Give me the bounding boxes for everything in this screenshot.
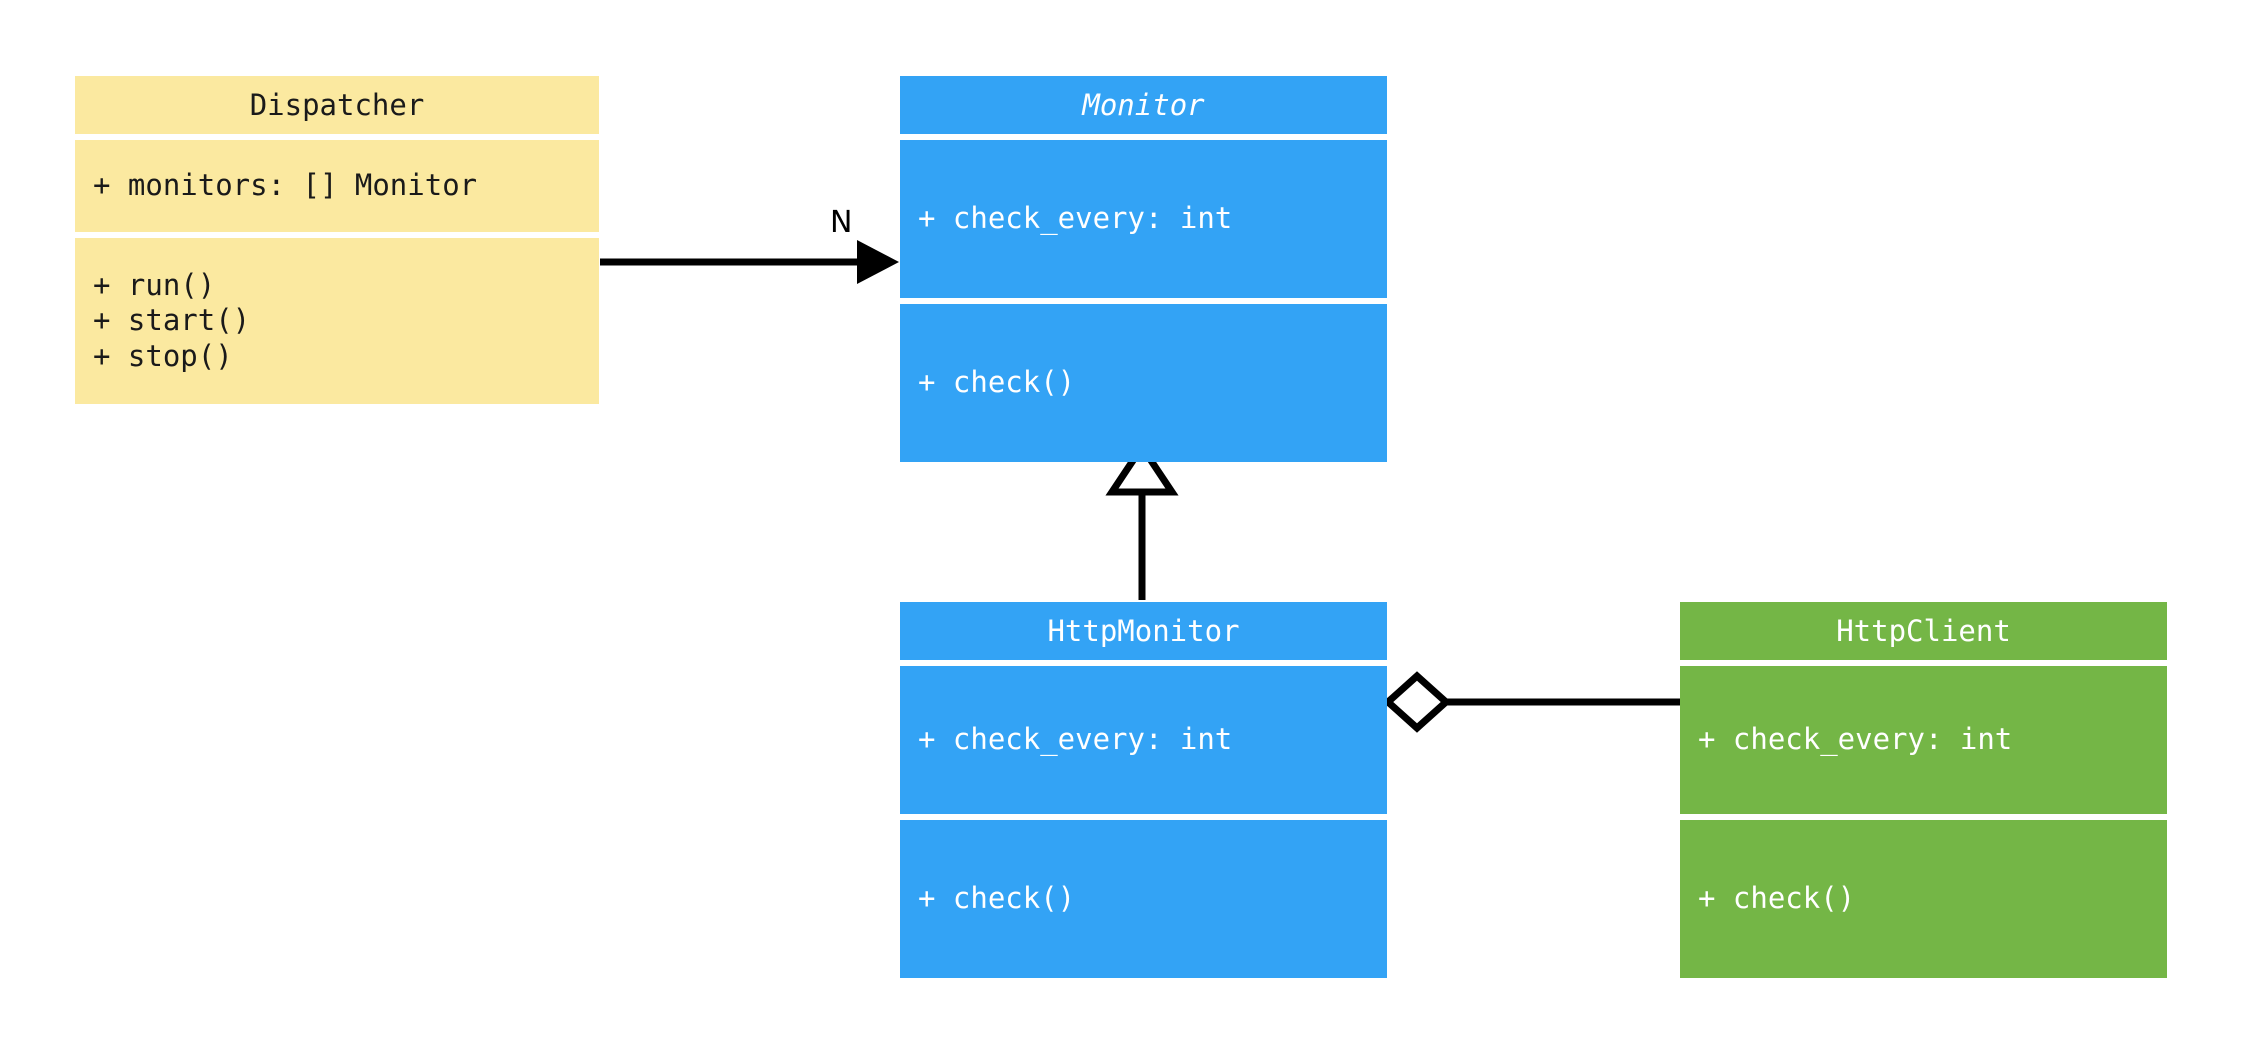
edge-httpmonitor-to-monitor xyxy=(1105,440,1179,600)
class-title-httpclient: HttpClient xyxy=(1680,602,2167,660)
class-methods-dispatcher: + run() + start() + stop() xyxy=(75,238,599,404)
class-attributes-monitor: + check_every: int xyxy=(900,140,1387,298)
class-box-httpclient[interactable]: HttpClient + check_every: int + check() xyxy=(1680,602,2167,978)
class-title-httpmonitor: HttpMonitor xyxy=(900,602,1387,660)
attribute-row: + check_every: int xyxy=(918,722,1233,757)
method-row: + check() xyxy=(918,881,1076,916)
attribute-row: + check_every: int xyxy=(918,201,1233,236)
attribute-row: + check_every: int xyxy=(1698,722,2013,757)
class-box-dispatcher[interactable]: Dispatcher + monitors: [] Monitor + run(… xyxy=(75,76,599,404)
class-title-dispatcher: Dispatcher xyxy=(75,76,599,134)
class-box-httpmonitor[interactable]: HttpMonitor + check_every: int + check() xyxy=(900,602,1387,978)
class-title-monitor: Monitor xyxy=(900,76,1387,134)
method-row: + stop() xyxy=(93,338,233,373)
method-row: + run() xyxy=(93,267,216,302)
filled-arrowhead-icon xyxy=(857,240,899,284)
hollow-diamond-icon xyxy=(1382,671,1452,733)
class-attributes-dispatcher: + monitors: [] Monitor xyxy=(75,140,599,232)
class-methods-httpclient: + check() xyxy=(1680,820,2167,978)
edge-dispatcher-to-monitor xyxy=(600,240,899,284)
method-row: + check() xyxy=(918,365,1076,400)
class-box-monitor[interactable]: Monitor + check_every: int + check() xyxy=(900,76,1387,462)
class-methods-monitor: + check() xyxy=(900,304,1387,462)
edge-label-multiplicity-n: N xyxy=(830,205,853,240)
class-attributes-httpmonitor: + check_every: int xyxy=(900,666,1387,814)
class-attributes-httpclient: + check_every: int xyxy=(1680,666,2167,814)
edge-httpmonitor-to-httpclient xyxy=(1382,671,1680,733)
method-row: + check() xyxy=(1698,881,1856,916)
attribute-row: + monitors: [] Monitor xyxy=(93,168,478,203)
method-row: + start() xyxy=(93,303,251,338)
class-methods-httpmonitor: + check() xyxy=(900,820,1387,978)
